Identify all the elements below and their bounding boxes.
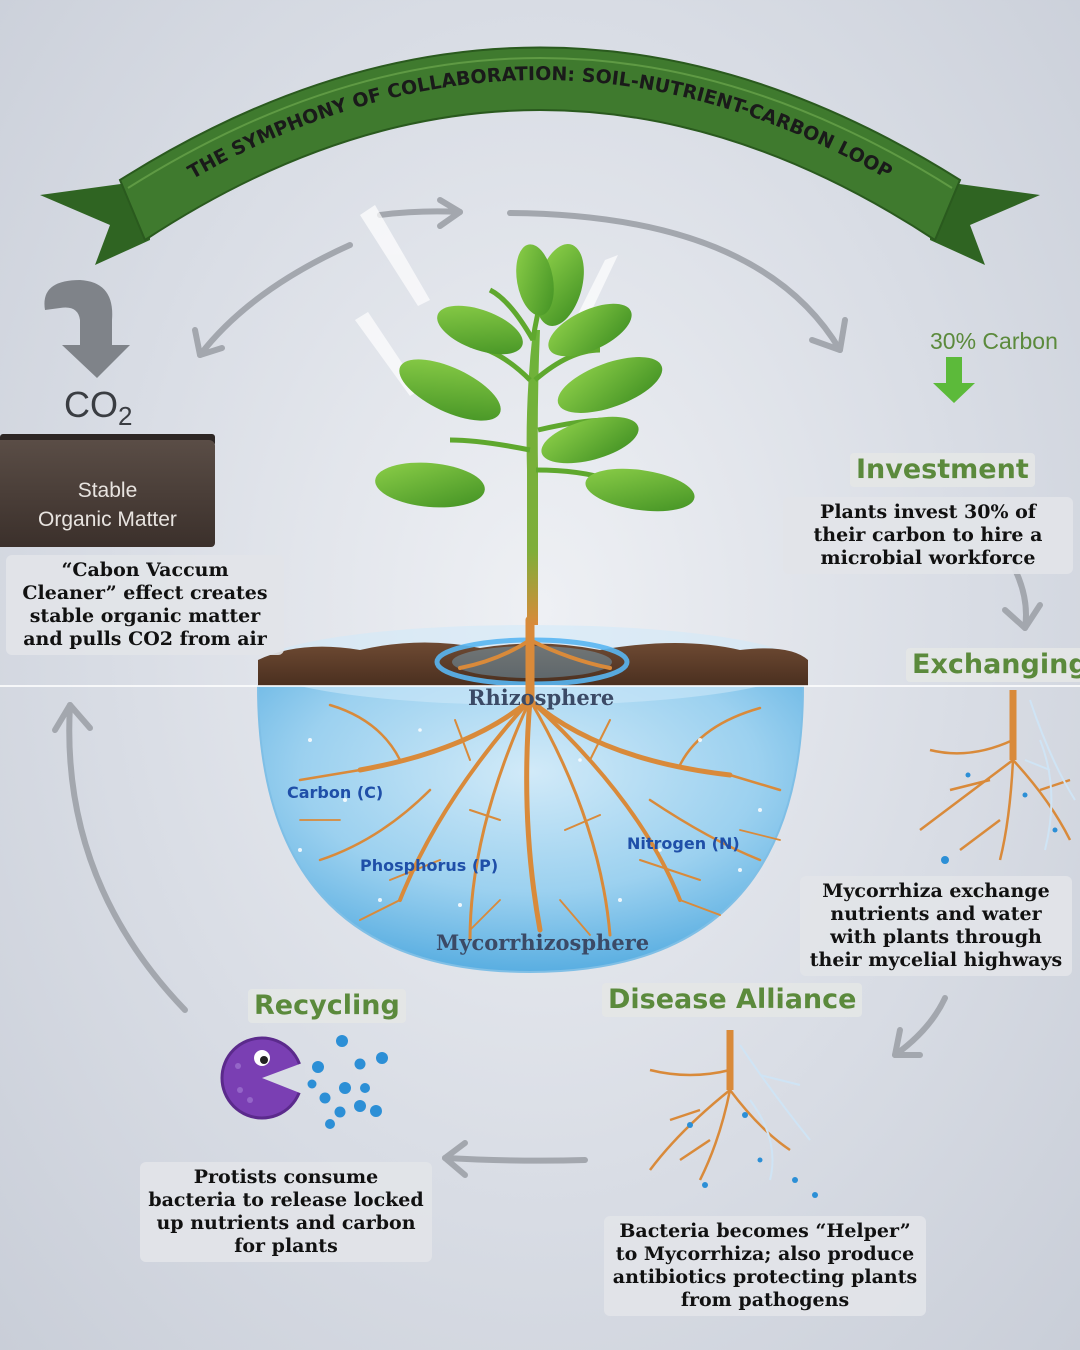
vacuum-cleaner-text: “Cabon Vaccum Cleaner” effect creates st… [6, 555, 284, 655]
protist-icon [222, 1038, 305, 1118]
co2-arrow-icon [44, 280, 130, 378]
mycorrhizosphere-label: Mycorrhizosphere [436, 930, 649, 955]
investment-text: Plants invest 30% of their carbon to hir… [783, 497, 1073, 574]
disease-alliance-heading: Disease Alliance [602, 983, 862, 1017]
nitrogen-nutrient-label: Nitrogen (N) [627, 834, 740, 853]
investment-heading: Investment [850, 453, 1035, 487]
stable-organic-matter-block: Stable Organic Matter [0, 440, 215, 547]
exchanging-roots-illustration [920, 690, 1075, 864]
disease-alliance-roots-illustration [650, 1030, 818, 1198]
soil-block-line1: Stable [0, 476, 215, 505]
recycling-heading: Recycling [248, 989, 406, 1023]
co2-subscript: 2 [118, 401, 132, 431]
carbon-down-arrow-icon [933, 357, 975, 403]
co2-text: CO [64, 384, 118, 425]
soil-block-line2: Organic Matter [0, 505, 215, 534]
disease-alliance-text: Bacteria becomes “Helper” to Mycorrhiza;… [604, 1216, 926, 1316]
banner-title: THE SYMPHONY OF COLLABORATION: SOIL-NUTR… [184, 63, 896, 184]
light-rays [355, 205, 618, 396]
carbon-nutrient-label: Carbon (C) [287, 783, 383, 802]
co2-label: CO2 [64, 384, 132, 432]
exchanging-heading: Exchanging [906, 648, 1080, 682]
carbon-percent-label: 30% Carbon [930, 328, 1058, 355]
recycling-text: Protists consume bacteria to release loc… [140, 1162, 432, 1262]
phosphorus-nutrient-label: Phosphorus (P) [360, 856, 498, 875]
exchanging-text: Mycorrhiza exchange nutrients and water … [800, 876, 1072, 976]
rhizosphere-label: Rhizosphere [468, 685, 614, 710]
bacteria-dots-icon [308, 1035, 389, 1129]
